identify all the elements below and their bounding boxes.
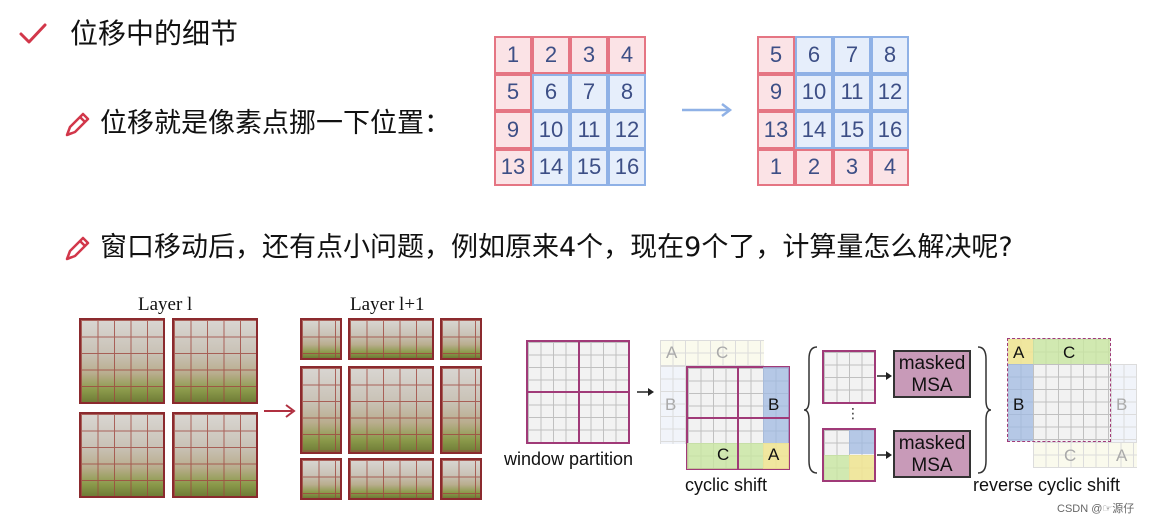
msa-arrow-icon [877,451,892,459]
checkmark-icon [19,23,47,44]
grid-cell: 16 [871,111,909,149]
masked-msa-label: masked MSA [898,353,966,396]
grid-cell: 11 [570,111,608,149]
cyclic-shift-ghost-top [660,340,764,366]
grid-cell: 1 [757,148,795,186]
layer-l1-window [440,366,482,454]
window-partition-divider [526,391,630,393]
cyclic-divider [686,417,790,419]
bullet-shift-explanation: 位移就是像素点挪一下位置： [100,108,451,139]
layer-l1-window [300,318,342,360]
bullet-question: 窗口移动后，还有点小问题，例如原来4个，现在9个了，计算量怎么解决呢? [100,232,1013,263]
grid-cell: 9 [757,73,795,111]
ghost-label-b: B [1116,395,1128,414]
region-label-b: B [1013,395,1025,414]
layer-l1-window [348,318,434,360]
layer-l-label: Layer l [138,294,193,315]
layer-l1-window [300,366,342,454]
masked-msa-label: masked MSA [898,433,966,476]
grid-cell: 3 [833,148,871,186]
grid-cell: 6 [532,73,570,111]
layer-l1-window [440,318,482,360]
grid-cell: 10 [532,111,570,149]
ghost-label-c: C [716,343,729,362]
partition-arrow-icon [637,388,654,396]
msa-arrow-icon [877,372,892,380]
ellipsis: ⋮ [846,405,860,421]
layer-l-window-top-right [172,318,258,404]
right-brace-icon [977,346,992,474]
cyclic-region-c [687,443,763,469]
pencil-icon [65,236,90,261]
grid-cell: 2 [532,36,570,74]
grid-cell: 15 [833,111,871,149]
grid-cell: 8 [871,36,909,74]
grid-cell: 14 [532,148,570,186]
pencil-icon [65,112,90,137]
grid-cell: 15 [570,148,608,186]
region-label-a: A [1013,343,1025,362]
grid-cell: 1 [494,36,532,74]
layer-l1-window [348,366,434,454]
watermark: CSDN @☞源仔 [1057,503,1135,515]
grid-cell: 9 [494,111,532,149]
reverse-region-a [1008,339,1033,364]
grid-cell: 16 [608,148,646,186]
page-title: 位移中的细节 [70,17,239,50]
grid-cell: 10 [795,73,833,111]
masked-msa-block-bottom: masked MSA [893,430,971,478]
shift-arrow-icon [682,103,733,117]
cyclic-region-b [763,367,789,443]
grid-cell: 14 [795,111,833,149]
grid-cell: 11 [833,73,871,111]
masked-msa-block-top: masked MSA [893,350,971,398]
grid-cell: 2 [795,148,833,186]
grid-cell: 7 [833,36,871,74]
grid-cell: 6 [795,36,833,74]
layer-l1-window [300,458,342,500]
layer-l-window-top-left [79,318,165,404]
layer-arrow-icon [264,404,296,418]
reverse-region-b [1008,364,1033,441]
cyclic-shift-label: cyclic shift [685,475,768,495]
ghost-label-b: B [665,395,677,414]
reverse-ghost-bottom [1033,442,1137,468]
grid-cell: 4 [871,148,909,186]
region-label-c: C [717,445,730,464]
cyclic-region-a [763,443,789,469]
grid-cell: 4 [608,36,646,74]
layer-l1-label: Layer l+1 [350,294,425,315]
region-label-c: C [1063,343,1076,362]
cyclic-shift-ghost-left [660,366,686,444]
attention-window-top [822,350,876,404]
ghost-label-a: A [1116,446,1128,465]
region-label-a: A [768,445,780,464]
window-partition-label: window partition [504,449,634,469]
grid-cell: 5 [757,36,795,74]
grid-cell: 3 [570,36,608,74]
region-label-b: B [768,395,780,414]
attention-window-bottom-c [824,455,849,480]
grid-cell: 13 [757,111,795,149]
reverse-region-c [1033,339,1110,364]
grid-cell: 12 [871,73,909,111]
grid-cell: 5 [494,73,532,111]
layer-l1-window [440,458,482,500]
ghost-label-a: A [666,343,678,362]
layer-l-window-bottom-left [79,412,165,498]
reverse-ghost-right [1111,364,1137,442]
left-brace-icon [803,346,818,474]
grid-cell: 13 [494,148,532,186]
ghost-label-c: C [1064,446,1077,465]
attention-window-bottom-b [849,430,874,454]
layer-l-window-bottom-right [172,412,258,498]
reverse-cyclic-shift-label: reverse cyclic shift [973,475,1121,495]
grid-cell: 7 [570,73,608,111]
grid-cell: 8 [608,73,646,111]
attention-window-bottom-a [849,455,874,480]
layer-l1-window [348,458,434,500]
grid-cell: 12 [608,111,646,149]
